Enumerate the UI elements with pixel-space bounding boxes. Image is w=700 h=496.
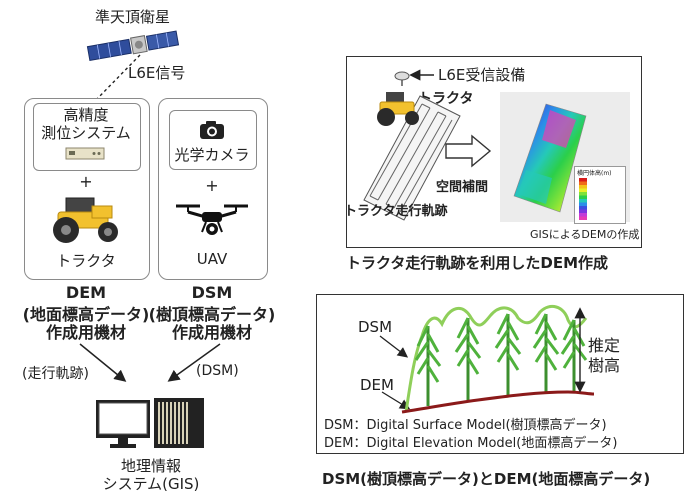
dsm-subtitle: (樹頂標高データ) [148,305,276,324]
uav-label: UAV [196,250,228,268]
tree-height-diagram [379,304,595,414]
computer-icon [96,398,204,448]
legend-swatch [579,199,587,203]
dsm-title: DSM [191,283,233,302]
legend-swatch [579,216,587,220]
dem-legend-title: 横円体高(m) [577,170,612,177]
receiver-arrow [409,69,434,81]
tractor-label: トラクタ [56,252,116,270]
legend-swatch [579,206,587,210]
gis-label-1: 地理情報 [120,457,181,475]
camera-icon [200,121,224,139]
dem-equipment-label: 作成用機材 [45,323,126,342]
antenna-icon [394,71,410,86]
dem-creation-caption: トラクタ走行軌跡を利用したDEM作成 [346,254,609,272]
dsm-equipment-label: 作成用機材 [171,323,252,342]
dem-legend-swatches [579,178,587,220]
dem-curve-label: DEM [360,376,394,394]
legend-swatch [579,181,587,185]
dsm-arrow-label: (DSM) [196,363,239,379]
track-field [363,95,461,221]
tractor-small-icon [377,92,419,126]
track-arrow-label: (走行軌跡) [22,366,89,382]
drone-icon [176,204,248,235]
legend-swatch [579,209,587,213]
tractor-icon [53,197,118,243]
dsm-curve-label: DSM [358,318,393,336]
camera-label: 光学カメラ [174,146,250,164]
gis-dem-label: GISによるDEMの作成 [530,228,640,241]
positioning-label-2: 測位システム [41,124,131,142]
signal-line [94,54,141,102]
satellite-icon [86,30,180,62]
legend-swatch [579,188,587,192]
interpolation-arrow [445,134,492,168]
gnss-receiver-icon [65,147,105,160]
dem-title: DEM [65,283,107,302]
dsm-dem-caption: DSM(樹頂標高データ)とDEM(地面標高データ) [322,470,651,488]
plus-sign-2: + [205,176,219,195]
legend-swatch [579,195,587,199]
plus-sign-1: + [79,172,93,191]
legend-swatch [579,192,587,196]
tree-icons [414,313,588,406]
estimate-label-1: 推定 [588,336,621,355]
dem-map [513,103,587,213]
interpolation-label: 空間補間 [436,180,489,195]
dem-subtitle: (地面標高データ) [22,305,150,324]
legend-swatch [579,213,587,217]
legend-swatch [579,178,587,182]
estimate-label-2: 樹高 [588,356,621,375]
arrow-to-gis-right [167,343,221,382]
arrow-to-gis-left [79,343,127,382]
positioning-label-1: 高精度 [63,106,109,124]
satellite-label: 準天頂衛星 [95,8,171,26]
dsm-definition: DSM：Digital Surface Model(樹頂標高データ) [324,418,607,433]
legend-swatch [579,185,587,189]
dsm-dem-panel [316,294,684,454]
track-label: トラクタ走行軌跡 [344,204,448,219]
receiver-label: L6E受信設備 [438,66,526,84]
positioning-system-box [33,103,141,171]
signal-label: L6E信号 [128,64,186,82]
legend-swatch [579,202,587,206]
dem-legend: 横円体高(m) [574,166,626,224]
gis-label-2: システム(GIS) [102,475,200,493]
dem-definition: DEM：Digital Elevation Model(地面標高データ) [324,436,618,451]
camera-box [169,110,257,170]
